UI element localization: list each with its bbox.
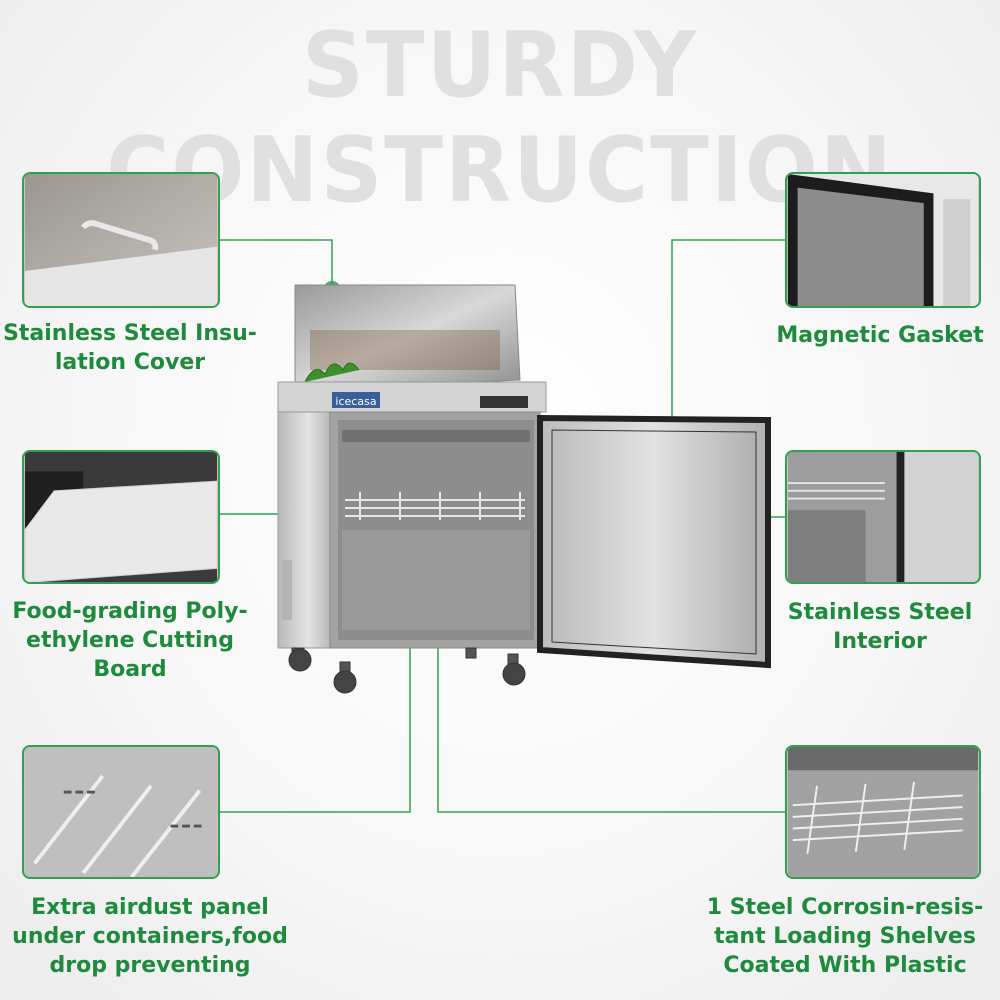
brand-logo-plate bbox=[332, 392, 380, 408]
thumbnail-steel-interior bbox=[785, 450, 981, 584]
refrigerator-illustration: icecasa bbox=[277, 284, 771, 694]
connector-magnetic-gasket bbox=[671, 239, 785, 432]
casters bbox=[288, 647, 526, 694]
label-insulation-cover: Stainless Steel Insu-lation Cover bbox=[3, 321, 257, 375]
lid-handle-icon bbox=[80, 220, 159, 251]
wire-shelf bbox=[345, 492, 525, 520]
connector-insulation-cover bbox=[220, 239, 333, 290]
label-magnetic-gasket: Magnetic Gasket bbox=[776, 323, 984, 348]
cutting-board-icon bbox=[24, 480, 218, 582]
page-title: STURDY CONSTRUCTION bbox=[106, 13, 894, 223]
thumbnail-airdust-panel bbox=[22, 745, 220, 879]
brand-logo: icecasa bbox=[335, 395, 376, 408]
label-loading-shelves: 1 Steel Corrosin-resis-tant Loading Shel… bbox=[706, 895, 984, 978]
thumbnail-magnetic-gasket bbox=[785, 172, 981, 308]
thumbnail-loading-shelves bbox=[785, 745, 981, 879]
thumbnail-cutting-board bbox=[22, 450, 220, 584]
thumbnail-insulation-cover bbox=[22, 172, 220, 308]
